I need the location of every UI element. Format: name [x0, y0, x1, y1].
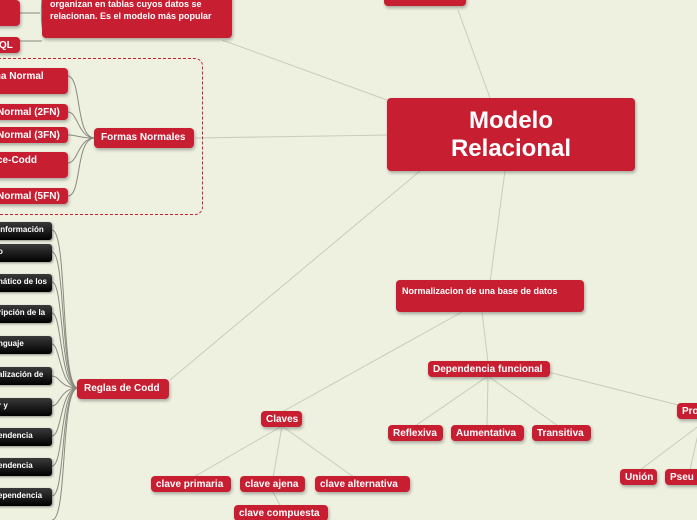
- codd-rule-4[interactable]: ripción de la: [0, 305, 52, 323]
- codd-rule-9[interactable]: endencia: [0, 458, 52, 476]
- central-title-line2: Relacional: [450, 135, 572, 162]
- codd-rule-7[interactable]: r y: [0, 398, 52, 416]
- forma-normal-5fn[interactable]: Normal (5FN): [0, 188, 68, 204]
- codd-rule-2[interactable]: o: [0, 244, 52, 262]
- transitiva-node[interactable]: Transitiva: [532, 425, 591, 441]
- forma-normal-3fn[interactable]: Normal (3FN): [0, 127, 68, 143]
- formas-normales-node[interactable]: Formas Normales: [94, 128, 194, 148]
- central-topic-node[interactable]: Modelo Relacional: [387, 98, 635, 171]
- clave-alternativa-node[interactable]: clave alternativa: [315, 476, 410, 492]
- forma-normal-2fn[interactable]: Normal (2FN): [0, 104, 68, 120]
- codd-rule-10[interactable]: ependencia: [0, 488, 52, 506]
- codd-rule-8[interactable]: endencia: [0, 428, 52, 446]
- reglas-codd-node[interactable]: Reglas de Codd: [77, 379, 169, 399]
- model-description-node[interactable]: organizan en tablas cuyos datos se relac…: [42, 0, 232, 38]
- forma-boyce-codd[interactable]: ce-Codd: [0, 152, 68, 178]
- formas-normales-boundary: [0, 58, 203, 215]
- propiedades-node[interactable]: Pro: [677, 403, 697, 419]
- clave-ajena-node[interactable]: clave ajena: [240, 476, 305, 492]
- dependencia-funcional-node[interactable]: Dependencia funcional: [428, 361, 550, 377]
- clave-primaria-node[interactable]: clave primaria: [151, 476, 231, 492]
- reflexiva-node[interactable]: Reflexiva: [388, 425, 443, 441]
- normalizacion-node[interactable]: Normalizacion de una base de datos: [396, 280, 584, 312]
- clave-compuesta-node[interactable]: clave compuesta: [234, 505, 328, 520]
- claves-node[interactable]: Claves: [261, 411, 302, 427]
- union-node[interactable]: Unión: [620, 469, 657, 485]
- top-center-fragment[interactable]: [384, 0, 466, 6]
- aumentativa-node[interactable]: Aumentativa: [451, 425, 524, 441]
- pseudo-node[interactable]: Pseu: [665, 469, 697, 485]
- sql-node[interactable]: QL: [0, 37, 20, 53]
- top-left-fragment[interactable]: [0, 0, 20, 26]
- codd-rule-1[interactable]: Información: [0, 222, 52, 240]
- codd-rule-5[interactable]: nguaje: [0, 336, 52, 354]
- central-title-line1: Modelo: [469, 107, 553, 134]
- forma-normal-1[interactable]: ma Normal: [0, 68, 68, 94]
- codd-rule-3[interactable]: nático de los: [0, 274, 52, 292]
- codd-rule-6[interactable]: alización de: [0, 367, 52, 385]
